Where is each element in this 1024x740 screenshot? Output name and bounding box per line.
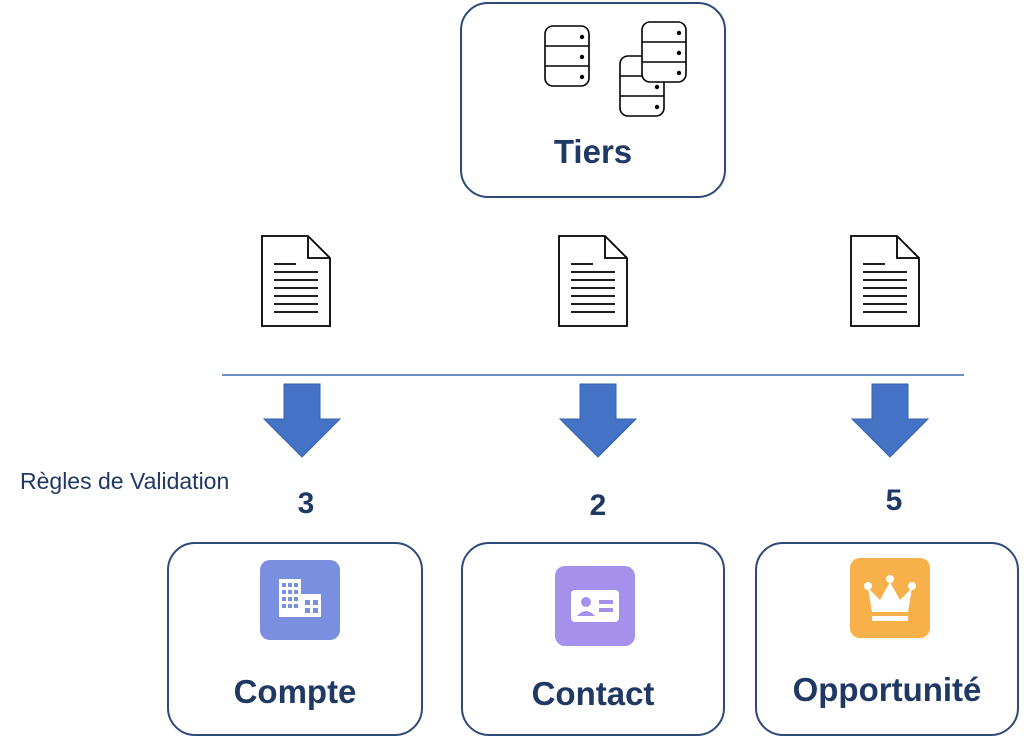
database-icon bbox=[544, 25, 590, 87]
document-icon bbox=[558, 235, 628, 327]
rule-count-compte: 3 bbox=[297, 487, 315, 520]
compte-box: Compte bbox=[167, 542, 423, 736]
down-arrow-icon bbox=[850, 383, 930, 458]
down-arrow-icon bbox=[262, 383, 342, 458]
document-icon bbox=[850, 235, 920, 327]
tiers-label: Tiers bbox=[553, 133, 633, 170]
rule-count-contact: 2 bbox=[589, 489, 607, 522]
tiers-box: Tiers bbox=[460, 2, 726, 198]
divider-line bbox=[222, 374, 964, 376]
database-icon bbox=[641, 21, 687, 83]
contact-label: Contact bbox=[531, 675, 655, 712]
validation-rules-caption: Règles de Validation bbox=[20, 468, 230, 494]
contact-box: Contact bbox=[461, 542, 725, 736]
rule-count-opportunite: 5 bbox=[885, 484, 903, 517]
contact-card-icon bbox=[555, 566, 635, 646]
document-icon bbox=[261, 235, 331, 327]
opportunite-label: Opportunité bbox=[792, 671, 982, 708]
down-arrow-icon bbox=[558, 383, 638, 458]
crown-icon bbox=[850, 558, 930, 638]
compte-label: Compte bbox=[233, 673, 357, 710]
building-icon bbox=[260, 560, 340, 640]
opportunite-box: Opportunité bbox=[755, 542, 1019, 736]
